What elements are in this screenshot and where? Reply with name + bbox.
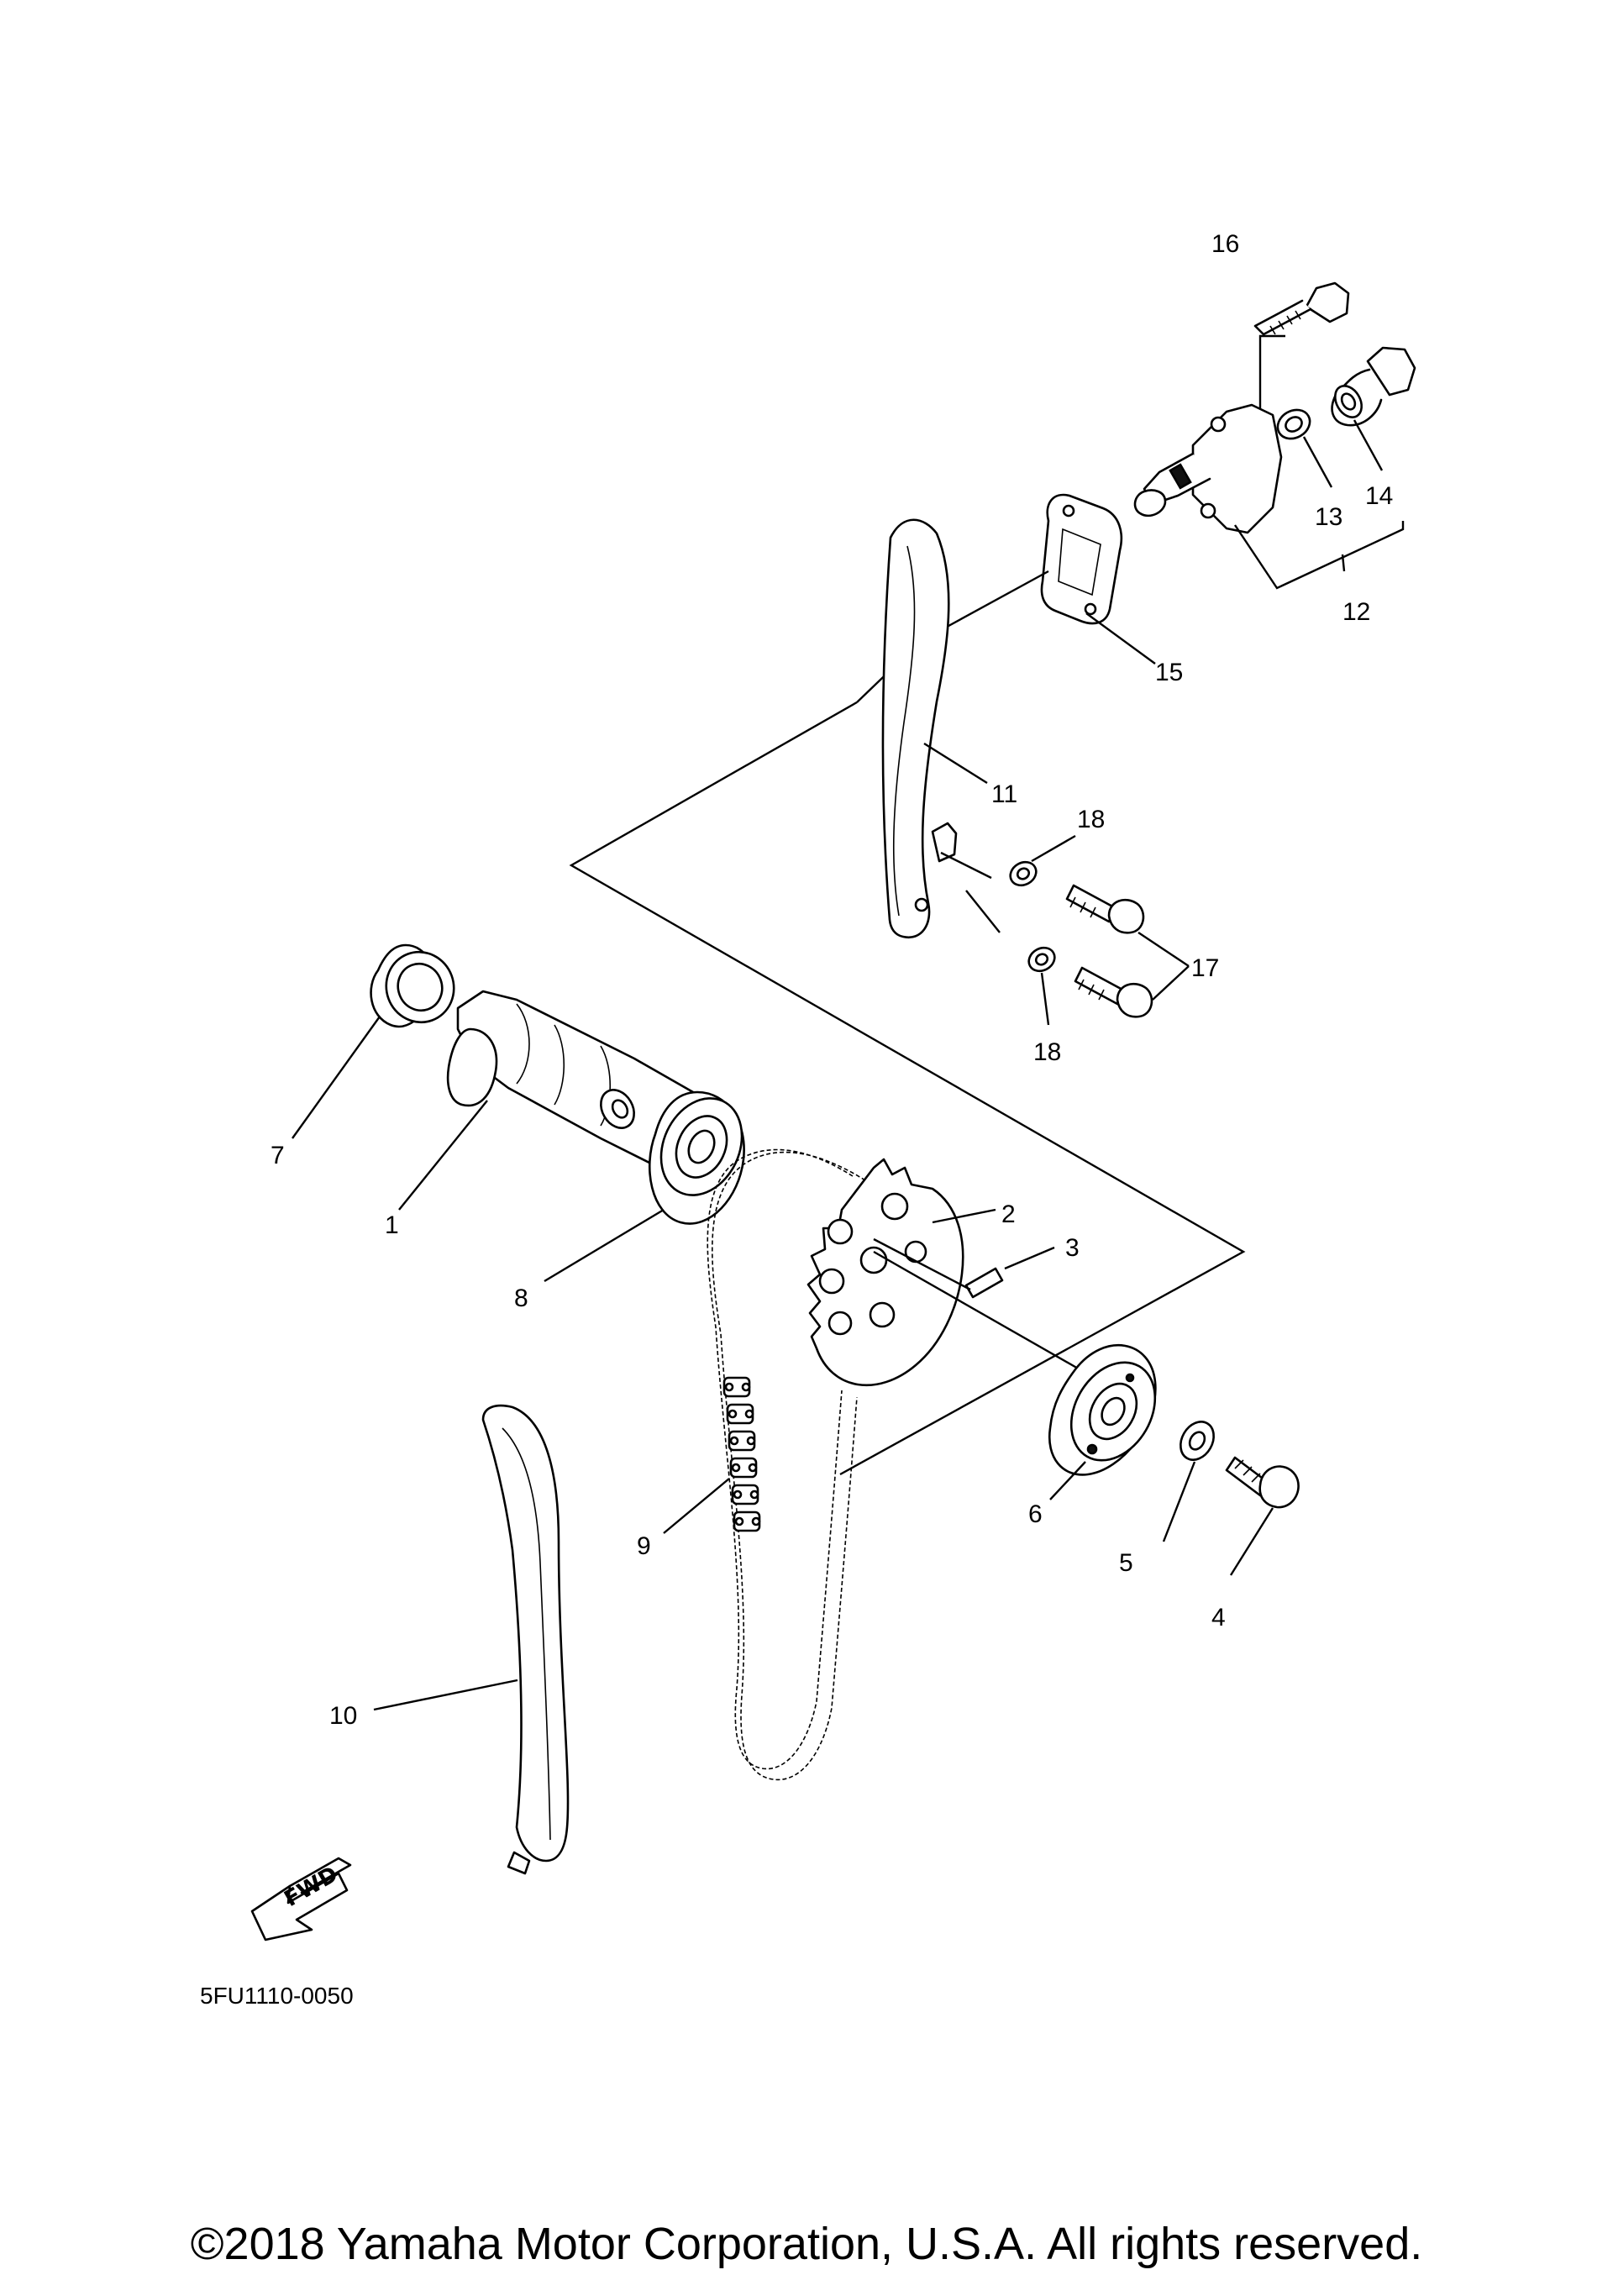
callout-10: 10 [329, 1702, 357, 1730]
copyright-notice: ©2018 Yamaha Motor Corporation, U.S.A. A… [190, 2219, 1423, 2269]
part-5-washer[interactable] [1162, 1416, 1221, 1542]
callout-18-upper: 18 [1077, 806, 1105, 833]
part-10-chain-guide[interactable] [373, 1404, 570, 1875]
part-4-bolt[interactable] [1225, 1456, 1300, 1576]
part-7-bearing[interactable] [292, 943, 464, 1139]
chain-links-detail [722, 1376, 761, 1532]
part-16-bolt[interactable] [1243, 281, 1350, 450]
part-11-chain-guide[interactable] [881, 518, 992, 939]
part-8-bearing[interactable] [544, 1085, 757, 1283]
callout-12: 12 [1342, 598, 1370, 626]
part-14-cap-bolt[interactable] [1330, 346, 1416, 471]
drawing-code: 5FU1110-0050 [200, 1983, 354, 2009]
callout-4: 4 [1211, 1604, 1226, 1631]
part-18-washer-lower[interactable] [965, 890, 1059, 1026]
part-17-bolt-lower[interactable] [1074, 965, 1190, 1018]
part-3-dowel-pin[interactable] [873, 1237, 1080, 1371]
callout-6: 6 [1028, 1500, 1043, 1528]
callout-2: 2 [1001, 1201, 1016, 1228]
callout-labels: 7 1 8 2 3 6 5 4 9 10 11 12 13 14 15 16 1… [271, 230, 1393, 1730]
callout-16: 16 [1211, 230, 1239, 258]
callout-15: 15 [1155, 659, 1183, 686]
part-13-gasket[interactable] [1273, 404, 1333, 488]
callout-1: 1 [385, 1211, 399, 1239]
callout-7: 7 [271, 1142, 285, 1169]
part-15-gasket[interactable] [940, 493, 1156, 665]
callout-13: 13 [1315, 503, 1342, 531]
fwd-arrow-icon: FWD [250, 1857, 352, 1941]
part-6-plate[interactable] [1048, 1344, 1172, 1500]
part-2-cam-sprocket[interactable] [806, 1158, 996, 1386]
callout-11: 11 [991, 780, 1017, 808]
part-12-tensioner-assembly[interactable] [1133, 403, 1405, 590]
part-18-washer-upper[interactable] [1006, 834, 1076, 890]
callout-3: 3 [1065, 1234, 1080, 1262]
callout-8: 8 [514, 1285, 528, 1312]
callout-17: 17 [1191, 954, 1219, 982]
callout-18-lower: 18 [1033, 1038, 1061, 1066]
callout-14: 14 [1365, 482, 1393, 510]
callout-5: 5 [1119, 1549, 1133, 1577]
part-9-cam-chain[interactable] [663, 1148, 866, 1781]
callout-9: 9 [637, 1532, 651, 1560]
part-17-bolt-upper[interactable] [1065, 884, 1190, 967]
